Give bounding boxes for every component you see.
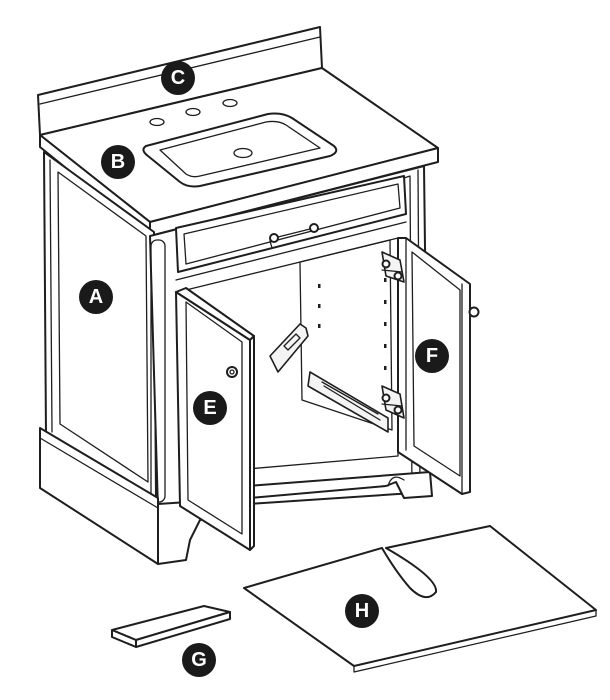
drawer: [175, 175, 407, 281]
door-knob-right-icon: [468, 306, 480, 318]
callout-g: G: [182, 643, 216, 677]
svg-text:F: F: [426, 345, 438, 367]
small-panel: [111, 605, 231, 648]
cabinet-base: [39, 427, 433, 565]
svg-text:E: E: [203, 397, 216, 419]
sink-basin: [142, 112, 338, 188]
callout-h: H: [345, 594, 379, 628]
svg-text:C: C: [171, 67, 185, 89]
door-knob-left-icon: [226, 366, 238, 378]
svg-text:H: H: [355, 600, 369, 622]
svg-text:B: B: [111, 151, 125, 173]
callout-e: E: [193, 391, 227, 425]
callout-a: A: [79, 280, 113, 314]
callout-c: C: [161, 61, 195, 95]
floor-rail: [307, 371, 389, 433]
callout-f: F: [415, 339, 449, 373]
bottom-shelf-panel: [243, 525, 597, 673]
callout-b: B: [101, 145, 135, 179]
svg-text:A: A: [89, 286, 103, 308]
countertop: [39, 67, 439, 237]
svg-text:G: G: [191, 649, 207, 671]
faucet-hole-center: [185, 107, 201, 117]
drain-hole: [233, 147, 253, 159]
drawer-pull-icon: [269, 223, 319, 249]
hinge-upper-icon: [381, 251, 405, 283]
hinge-lower-icon: [381, 385, 405, 419]
faucet-hole-right: [222, 98, 238, 108]
faucet-hole-left: [149, 117, 165, 127]
